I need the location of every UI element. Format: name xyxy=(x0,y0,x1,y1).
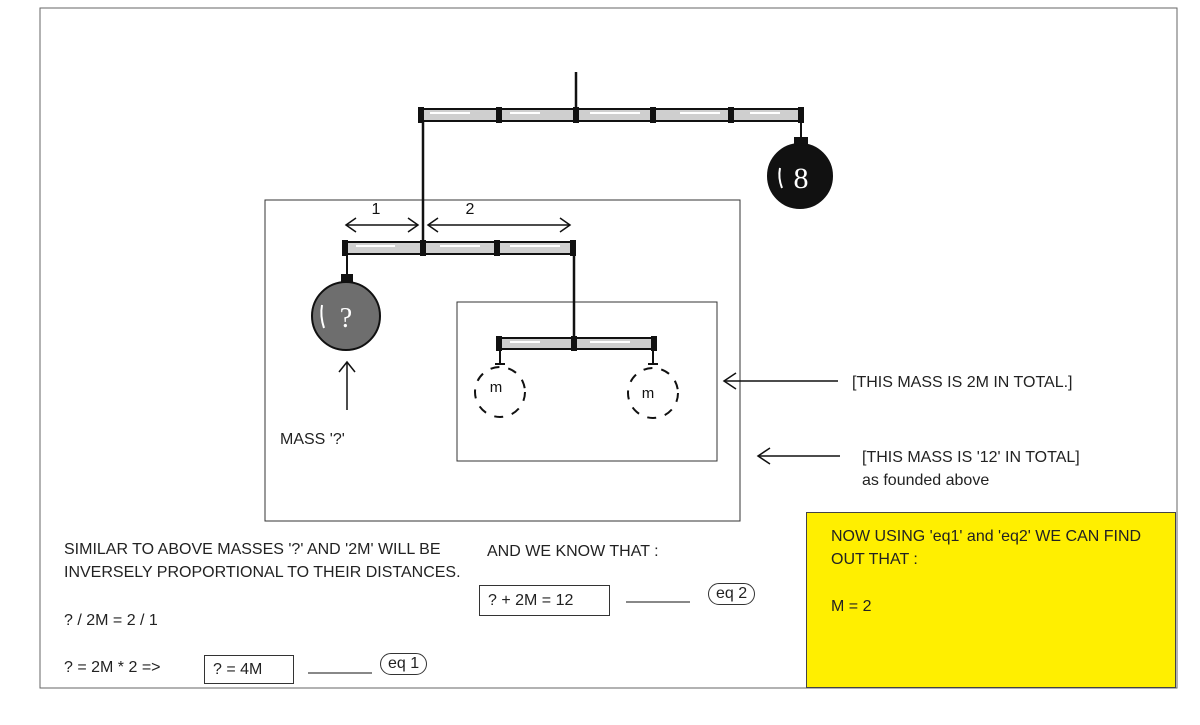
arrow-2m xyxy=(722,372,838,390)
know-that-text: AND WE KNOW THAT : xyxy=(487,543,659,560)
mass-8: 8 xyxy=(767,121,833,209)
lower-rod xyxy=(496,336,657,351)
eq1-tag: eq 1 xyxy=(380,653,428,675)
result-panel-line-1: NOW USING 'eq1' and 'eq2' WE CAN FIND xyxy=(831,528,1142,545)
mass-12-label: [THIS MASS IS '12' IN TOTAL] xyxy=(862,449,1080,466)
eq1-prefix: ? = 2M * 2 => xyxy=(64,659,161,676)
eq2-tag: eq 2 xyxy=(708,583,756,605)
similar-line-2: INVERSELY PROPORTIONAL TO THEIR DISTANCE… xyxy=(64,564,461,581)
eq1-box: ? = 4M xyxy=(204,655,294,684)
distance-label-2: 2 xyxy=(466,201,475,218)
mass-unknown-label: ? xyxy=(340,303,352,334)
ratio-equation: ? / 2M = 2 / 1 xyxy=(64,612,158,629)
small-mass-left: m xyxy=(474,349,526,418)
result-value: M = 2 xyxy=(831,598,872,615)
distance-label-1: 1 xyxy=(372,201,381,218)
mass-q-label: MASS '?' xyxy=(280,431,345,448)
result-panel-line-2: OUT THAT : xyxy=(831,551,918,568)
top-rod xyxy=(418,107,804,123)
outer-frame xyxy=(39,7,1178,689)
small-mass-right-label: m xyxy=(642,385,655,402)
eq2-box: ? + 2M = 12 xyxy=(479,585,610,616)
small-mass-right: m xyxy=(627,349,679,419)
inner-mass-box xyxy=(456,301,718,462)
arrow-to-unknown xyxy=(338,360,356,410)
distance-arrow-2: 2 xyxy=(426,201,572,233)
similar-line-1: SIMILAR TO ABOVE MASSES '?' AND '2M' WIL… xyxy=(64,541,441,558)
mass-2m-label: [THIS MASS IS 2M IN TOTAL.] xyxy=(852,374,1073,391)
mass-unknown: ? xyxy=(311,254,381,351)
distance-arrow-1: 1 xyxy=(344,201,420,233)
middle-rod xyxy=(342,240,576,256)
outer-mass-box xyxy=(264,199,741,522)
mass-12-note: as founded above xyxy=(862,472,990,489)
arrow-12 xyxy=(756,447,840,465)
small-mass-left-label: m xyxy=(490,379,503,396)
result-panel: NOW USING 'eq1' and 'eq2' WE CAN FIND OU… xyxy=(806,512,1176,688)
mass-8-label: 8 xyxy=(794,162,809,195)
